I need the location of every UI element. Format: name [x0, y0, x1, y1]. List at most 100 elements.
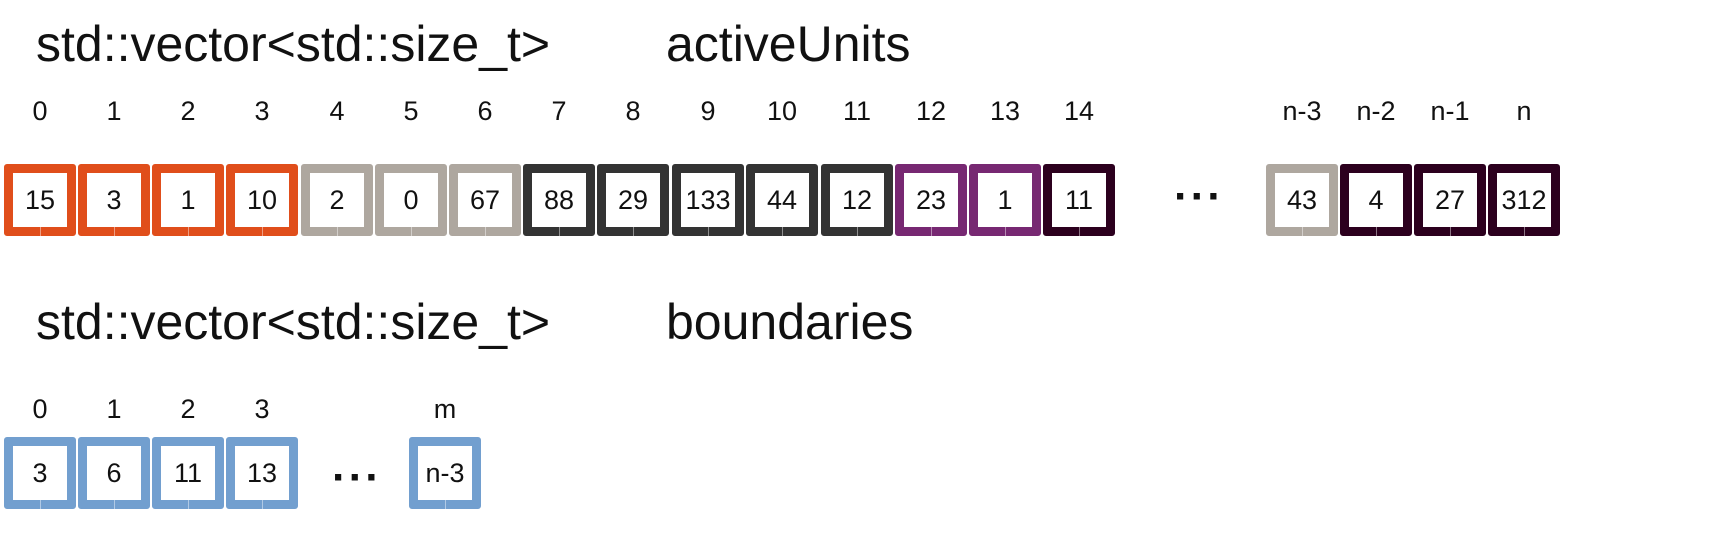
active-units-cell-seam [633, 227, 634, 236]
active-units-index-label: 12 [915, 96, 947, 126]
active-units-cell-value: 3 [106, 184, 122, 215]
active-units-cell-seam [337, 227, 338, 236]
active-units-cell-value: 4 [1368, 184, 1384, 215]
boundaries-cell: n-3 [409, 437, 481, 509]
active-units-cell: 1 [152, 164, 224, 236]
boundaries-index-label: 0 [32, 394, 48, 424]
active-units-cell-value: 0 [403, 184, 419, 215]
active-units-cell: 2 [301, 164, 373, 236]
boundaries-cell-value: 13 [246, 457, 278, 488]
boundaries-cell-seam [188, 500, 189, 509]
active-units-index-label: 4 [329, 96, 345, 126]
boundaries-cell-seam [262, 500, 263, 509]
active-units-cell-value: 15 [24, 184, 56, 215]
active-units-cell-value: 1 [997, 184, 1013, 215]
active-units-cell-value: 11 [1064, 184, 1094, 215]
boundaries-type-label: std::vector<std::size_t> [36, 294, 551, 350]
active-units-ellipsis: ··· [1174, 172, 1224, 221]
active-units-cell-seam [411, 227, 412, 236]
active-units-cell: 0 [375, 164, 447, 236]
boundaries-cell-value: 6 [106, 457, 122, 488]
active-units-index-label: 13 [989, 96, 1021, 126]
active-units-cell-value: 27 [1434, 184, 1466, 215]
boundaries-index-label: m [433, 394, 457, 424]
active-units-cell: 11 [1043, 164, 1115, 236]
active-units-cell-seam [262, 227, 263, 236]
active-units-cell-seam [114, 227, 115, 236]
active-units-cell-seam [1376, 227, 1377, 236]
active-units-variable-label: activeUnits [666, 16, 911, 72]
boundaries-variable-label: boundaries [666, 294, 914, 350]
active-units-cell-value: 133 [685, 184, 731, 215]
active-units-cell-value: 2 [329, 184, 345, 215]
active-units-cell-value: 43 [1286, 184, 1318, 215]
active-units-index-label: n-1 [1430, 96, 1470, 126]
active-units-index-label: 14 [1063, 96, 1095, 126]
boundaries-cell-seam [40, 500, 41, 509]
active-units-index-label: 2 [180, 96, 196, 126]
active-units-cell-value: 12 [841, 184, 873, 215]
active-units-cell-value: 29 [617, 184, 649, 215]
active-units-index-label: 8 [625, 96, 641, 126]
boundaries-cell: 6 [78, 437, 150, 509]
active-units-index-label: n-2 [1356, 96, 1396, 126]
active-units-cell-seam [1079, 227, 1080, 236]
active-units-cell-value: 23 [915, 184, 947, 215]
boundaries-cell: 3 [4, 437, 76, 509]
active-units-index-label: 11 [842, 96, 872, 126]
boundaries-index-label: 2 [180, 394, 196, 424]
active-units-cell-value: 10 [246, 184, 278, 215]
boundaries-cell-value: n-3 [425, 457, 465, 488]
active-units-cell-seam [1450, 227, 1451, 236]
active-units-index-label: 1 [106, 96, 122, 126]
boundaries-cell-value: 3 [32, 457, 48, 488]
boundaries-cell-value: 11 [173, 457, 203, 488]
active-units-cell-seam [708, 227, 709, 236]
active-units-index-label: 10 [766, 96, 798, 126]
active-units-cell-value: 44 [766, 184, 798, 215]
active-units-cell: 312 [1488, 164, 1560, 236]
active-units-cell: 3 [78, 164, 150, 236]
active-units-cell: 88 [523, 164, 595, 236]
active-units-cell-value: 1 [180, 184, 196, 215]
active-units-cell-seam [40, 227, 41, 236]
active-units-cell-seam [857, 227, 858, 236]
active-units-cell: 10 [226, 164, 298, 236]
active-units-cell-value: 312 [1501, 184, 1547, 215]
active-units-cell-seam [1005, 227, 1006, 236]
active-units-cell: 67 [449, 164, 521, 236]
boundaries-cell-seam [114, 500, 115, 509]
active-units-index-label: n-3 [1282, 96, 1322, 126]
active-units-cell-seam [559, 227, 560, 236]
active-units-cell: 29 [597, 164, 669, 236]
active-units-cell: 43 [1266, 164, 1338, 236]
active-units-cell-seam [485, 227, 486, 236]
active-units-cell: 27 [1414, 164, 1486, 236]
active-units-cell: 44 [746, 164, 818, 236]
active-units-cell-value: 88 [543, 184, 575, 215]
active-units-cell: 4 [1340, 164, 1412, 236]
boundaries-index-label: 3 [254, 394, 270, 424]
boundaries-index-label: 1 [106, 394, 122, 424]
active-units-cell-seam [1524, 227, 1525, 236]
active-units-cell-seam [188, 227, 189, 236]
boundaries-cell-seam [445, 500, 446, 509]
active-units-cell-value: 67 [469, 184, 501, 215]
boundaries-ellipsis: ··· [332, 453, 382, 502]
active-units-cell: 12 [821, 164, 893, 236]
active-units-cell: 133 [672, 164, 744, 236]
active-units-cell: 23 [895, 164, 967, 236]
active-units-cell: 1 [969, 164, 1041, 236]
active-units-index-label: 5 [403, 96, 419, 126]
active-units-index-label: 9 [700, 96, 716, 126]
active-units-index-label: 0 [32, 96, 48, 126]
active-units-cell-seam [782, 227, 783, 236]
active-units-index-label: 7 [551, 96, 567, 126]
active-units-index-label: 3 [254, 96, 270, 126]
boundaries-cell: 11 [152, 437, 224, 509]
active-units-index-label: n [1516, 96, 1532, 126]
active-units-cell: 15 [4, 164, 76, 236]
boundaries-cell: 13 [226, 437, 298, 509]
active-units-type-label: std::vector<std::size_t> [36, 16, 551, 72]
active-units-cell-seam [931, 227, 932, 236]
